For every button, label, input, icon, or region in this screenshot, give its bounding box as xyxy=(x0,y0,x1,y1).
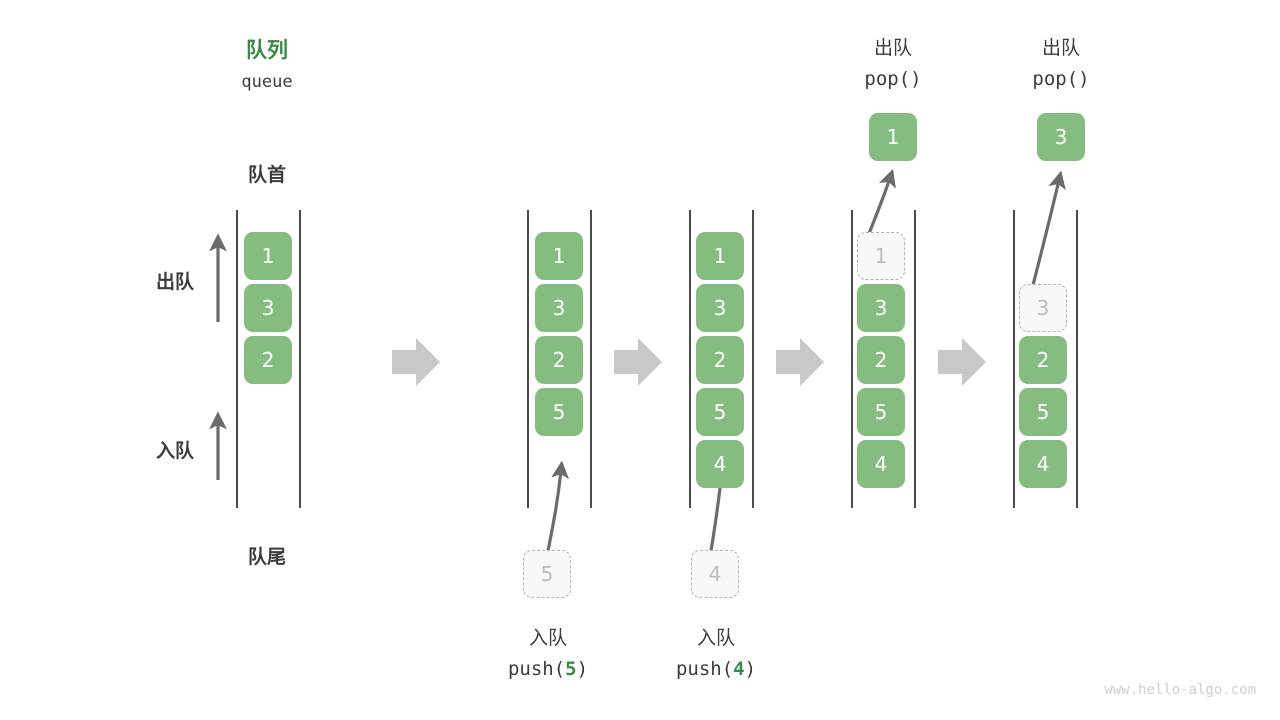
queue-cell: 4 xyxy=(1019,440,1067,488)
push-5-prefix: push( xyxy=(507,658,566,680)
rail-left xyxy=(527,210,529,508)
rail-left xyxy=(851,210,853,508)
push-4-value: 4 xyxy=(733,658,745,680)
queue-cell-new: 4 xyxy=(696,440,744,488)
rail-left xyxy=(236,210,238,508)
queue-cell-new: 5 xyxy=(535,388,583,436)
popped-cell: 1 xyxy=(869,113,917,161)
rail-right xyxy=(1076,210,1078,508)
dequeue-side-label: 出队 xyxy=(155,271,194,293)
queue-cell: 4 xyxy=(857,440,905,488)
ghost-cell-incoming: 5 xyxy=(523,550,571,598)
queue-cell: 5 xyxy=(857,388,905,436)
popped-cell: 3 xyxy=(1037,113,1085,161)
push-5-value: 5 xyxy=(565,658,577,680)
queue-cell: 1 xyxy=(696,232,744,280)
pop-1-arrow xyxy=(866,168,896,237)
queue-cell: 2 xyxy=(535,336,583,384)
push-4-caption-cn: 入队 xyxy=(696,627,735,649)
rail-right xyxy=(752,210,754,508)
rail-right xyxy=(914,210,916,508)
push-5-suffix: ) xyxy=(576,658,589,680)
watermark: www.hello-algo.com xyxy=(1104,682,1256,698)
page-title-en: queue xyxy=(241,72,293,92)
push-4-arrow xyxy=(709,460,731,552)
front-label: 队首 xyxy=(247,164,286,186)
rail-left xyxy=(689,210,691,508)
step-arrow-1 xyxy=(392,338,440,386)
queue-cell: 2 xyxy=(244,336,292,384)
queue-cell: 1 xyxy=(244,232,292,280)
push-4-prefix: push( xyxy=(675,658,734,680)
pop-3-header-code: pop() xyxy=(1032,68,1090,90)
step-arrow-4 xyxy=(938,338,986,386)
ghost-cell-outgoing: 3 xyxy=(1019,284,1067,332)
queue-cell: 5 xyxy=(696,388,744,436)
pop-1-header-cn: 出队 xyxy=(873,37,912,59)
ghost-cell-incoming: 4 xyxy=(691,550,739,598)
ghost-cell-outgoing: 1 xyxy=(857,232,905,280)
page-title-cn: 队列 xyxy=(246,38,288,62)
push-5-arrow xyxy=(546,460,570,552)
queue-cell: 3 xyxy=(696,284,744,332)
push-4-suffix: ) xyxy=(744,658,757,680)
queue-cell: 3 xyxy=(857,284,905,332)
step-arrow-3 xyxy=(776,338,824,386)
rear-label: 队尾 xyxy=(247,546,286,568)
queue-cell: 5 xyxy=(1019,388,1067,436)
enqueue-side-label: 入队 xyxy=(155,440,194,462)
rail-right xyxy=(590,210,592,508)
queue-cell: 1 xyxy=(535,232,583,280)
step-arrow-2 xyxy=(614,338,662,386)
pop-3-arrow xyxy=(1029,170,1066,294)
pop-1-header-code: pop() xyxy=(864,68,922,90)
push-4-caption-code: push(4) xyxy=(646,658,786,680)
push-5-caption-cn: 入队 xyxy=(528,627,567,649)
queue-cell: 2 xyxy=(1019,336,1067,384)
rail-left xyxy=(1013,210,1015,508)
queue-cell: 2 xyxy=(696,336,744,384)
rail-right xyxy=(299,210,301,508)
queue-cell: 3 xyxy=(244,284,292,332)
pop-3-header-cn: 出队 xyxy=(1041,37,1080,59)
queue-cell: 3 xyxy=(535,284,583,332)
queue-cell: 2 xyxy=(857,336,905,384)
push-5-caption-code: push(5) xyxy=(478,658,618,680)
